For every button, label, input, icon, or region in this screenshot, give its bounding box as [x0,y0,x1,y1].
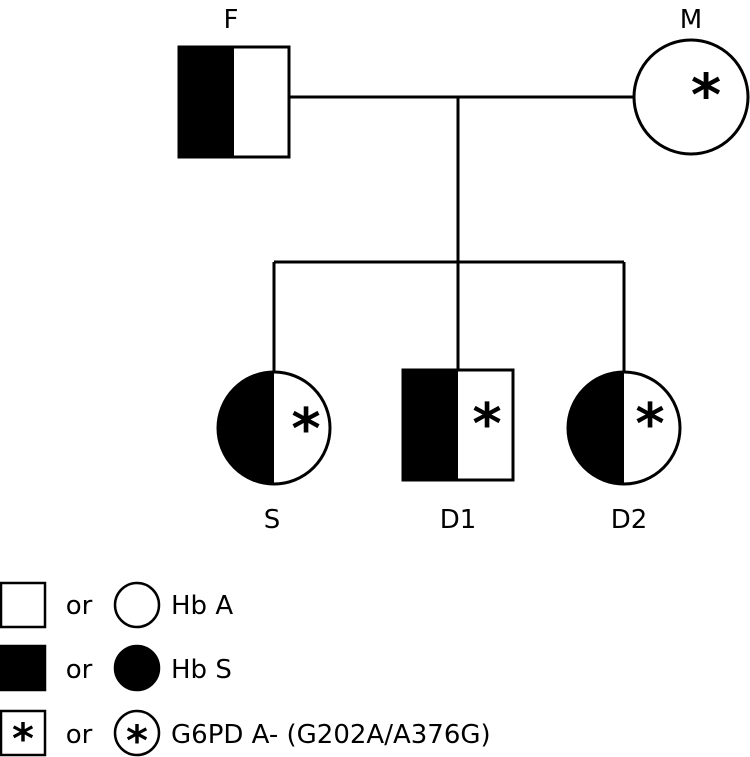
child-d2-label: D2 [611,505,648,535]
legend-asterisk-circle [113,709,161,757]
father-symbol [177,45,291,159]
legend-hbs-text: Hb S [171,655,232,685]
mother-symbol: * [632,38,750,156]
child-d1-square [401,368,515,482]
child-s-g6pd-asterisk: * [291,397,320,462]
child-d2-g6pd-asterisk: * [635,392,664,457]
legend-asterisk-circle-mark: * [126,716,148,757]
child-d1-hbs-half [403,370,458,480]
legend-filled-circle [113,644,161,692]
child-s-symbol: * [216,370,332,486]
pedigree-lines [272,95,634,372]
father-label: F [224,5,239,35]
legend-filled-square [0,644,47,692]
child-s-label: S [264,505,281,535]
mother-circle [632,38,750,156]
child-d2-hbs-half [568,372,624,484]
child-d2-circle [566,370,682,486]
legend-asterisk-square-mark: * [12,714,34,757]
child-d2-symbol: * [566,370,682,486]
child-d1-symbol: * [401,368,515,482]
mother-label: M [680,5,702,35]
legend-or-3: or [66,720,93,750]
father-square [177,45,291,159]
legend-open-square [0,581,47,629]
legend-open-circle [113,581,161,629]
legend: or Hb A or Hb S * or * G6PD A- (G202A/A3… [0,581,491,757]
legend-or-1: or [66,591,93,621]
child-d1-label: D1 [440,505,477,535]
father-hbs-half [179,47,234,157]
mother-g6pd-asterisk: * [691,61,721,129]
legend-or-2: or [66,655,93,685]
legend-hba-text: Hb A [171,591,233,621]
child-s-circle [216,370,332,486]
legend-g6pd-text: G6PD A- (G202A/A376G) [171,720,491,750]
child-d1-g6pd-asterisk: * [472,392,501,457]
child-s-hbs-half [218,372,274,484]
legend-asterisk-square [0,709,47,757]
